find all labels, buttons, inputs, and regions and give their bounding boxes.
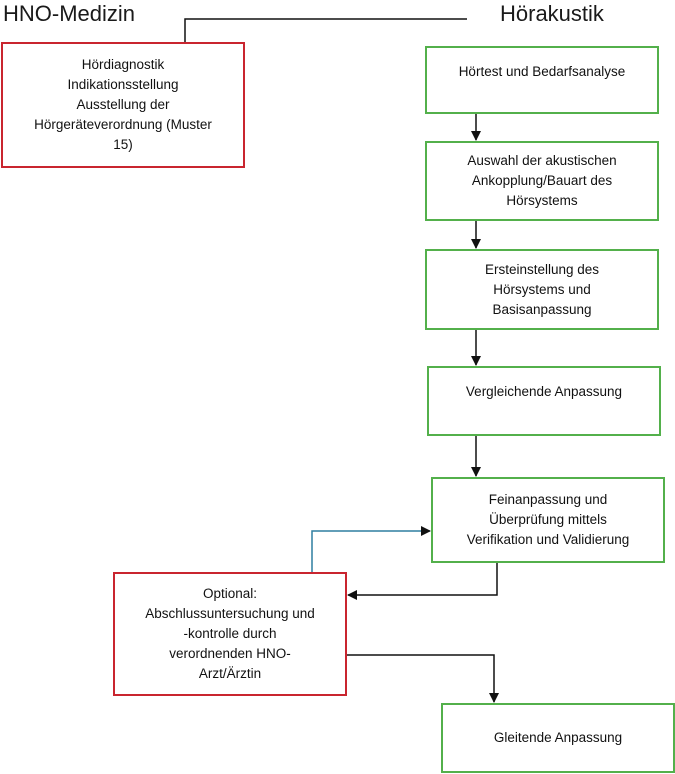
arrow-optional-to-gleitend	[347, 654, 499, 703]
box-fein-line-1: Feinanpassung und	[488, 492, 608, 507]
box-auswahl-line-2: Ankopplung/Bauart des	[471, 173, 613, 188]
box-erst-line-3: Basisanpassung	[492, 301, 592, 317]
box-optional-line-2: Abschlussuntersuchung und	[145, 606, 315, 621]
box-auswahl-line-3: Hörsystems	[506, 193, 578, 208]
box-hno-line-3: Ausstellung der	[76, 97, 170, 112]
header-bracket-line	[184, 18, 467, 42]
arrow-optional-to-feinanpassung	[311, 526, 431, 572]
box-hno-line-1: Hördiagnostik	[81, 57, 165, 72]
box-erst-line-1: Ersteinstellung des	[484, 261, 600, 277]
box-hno-diagnostik: Hördiagnostik Indikationsstellung Ausste…	[1, 42, 245, 168]
box-optional-line-4: verordnenden HNO-	[169, 646, 291, 661]
box-optional-line-3: -kontrolle durch	[183, 626, 277, 641]
box-hoertest-line-1: Hörtest und Bedarfsanalyse	[458, 64, 626, 79]
box-hno-line-2: Indikationsstellung	[67, 77, 179, 92]
box-optional-line-5: Arzt/Ärztin	[198, 666, 262, 681]
box-hno-line-5: 15)	[113, 137, 133, 152]
box-gleitende-anpassung: Gleitende Anpassung	[441, 703, 675, 773]
heading-hno-medizin: HNO-Medizin	[3, 1, 136, 26]
box-fein-line-2: Überprüfung mittels	[489, 512, 607, 527]
box-vergleich-line-1: Vergleichende Anpassung	[465, 384, 623, 399]
box-hoertest: Hörtest und Bedarfsanalyse	[425, 46, 659, 114]
box-vergleichende-anpassung: Vergleichende Anpassung	[427, 366, 661, 436]
heading-hoerakustik: Hörakustik	[500, 1, 604, 26]
arrow-feinanpassung-to-optional	[347, 563, 498, 600]
box-optional-abschlussuntersuchung: Optional: Abschlussuntersuchung und -kon…	[113, 572, 347, 696]
box-hno-line-4: Hörgeräteverordnung (Muster	[34, 117, 212, 132]
box-feinanpassung: Feinanpassung und Überprüfung mittels Ve…	[431, 477, 665, 563]
box-auswahl-ankopplung: Auswahl der akustischen Ankopplung/Bauar…	[425, 141, 659, 221]
box-fein-line-3: Verifikation und Validierung	[466, 532, 630, 547]
box-ersteinstellung: Ersteinstellung des Hörsystems und Basis…	[425, 249, 659, 330]
box-optional-line-1: Optional:	[202, 586, 258, 601]
box-gleitend-line-1: Gleitende Anpassung	[493, 730, 623, 745]
box-auswahl-line-1: Auswahl der akustischen	[467, 153, 617, 168]
box-erst-line-2: Hörsystems und	[493, 281, 591, 297]
